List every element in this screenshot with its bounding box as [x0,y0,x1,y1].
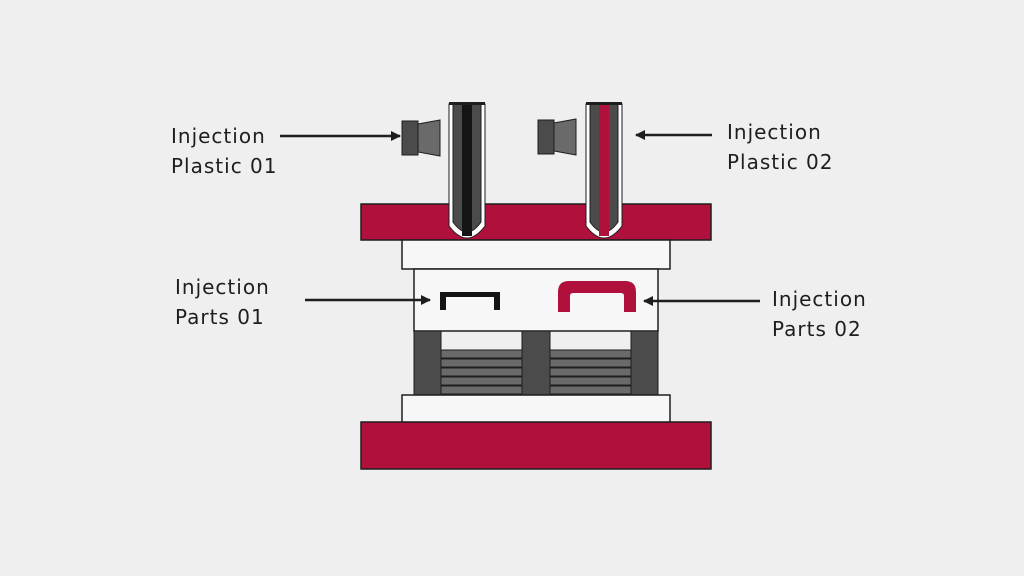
support-pillar-center [521,330,551,396]
label-injection-parts-01: Injection Parts 01 [175,272,270,332]
label-line: Plastic 02 [727,150,834,174]
injection-nozzle-icon [537,102,623,239]
label-line: Injection [175,275,270,299]
label-line: Parts 02 [772,317,862,341]
upper-mold-plate [401,239,671,270]
cavity-plate [413,268,659,332]
bracket-part-icon [558,281,636,312]
support-pillar-right [630,330,659,396]
label-line: Injection [772,287,867,311]
top-clamp-plate [360,203,712,241]
support-pillar-left [413,330,442,396]
label-line: Parts 01 [175,305,265,329]
label-injection-parts-02: Injection Parts 02 [772,284,867,344]
bottom-clamp-plate [360,421,712,470]
label-line: Injection [171,124,266,148]
label-line: Injection [727,120,822,144]
label-injection-plastic-01: Injection Plastic 01 [171,121,278,181]
label-line: Plastic 01 [171,154,278,178]
label-injection-plastic-02: Injection Plastic 02 [727,117,834,177]
injection-nozzle-icon [401,102,486,239]
ejector-plates-left [440,349,523,395]
bracket-part-icon [440,292,500,310]
ejector-plates-right [549,349,632,395]
lower-mold-plate [401,394,671,423]
